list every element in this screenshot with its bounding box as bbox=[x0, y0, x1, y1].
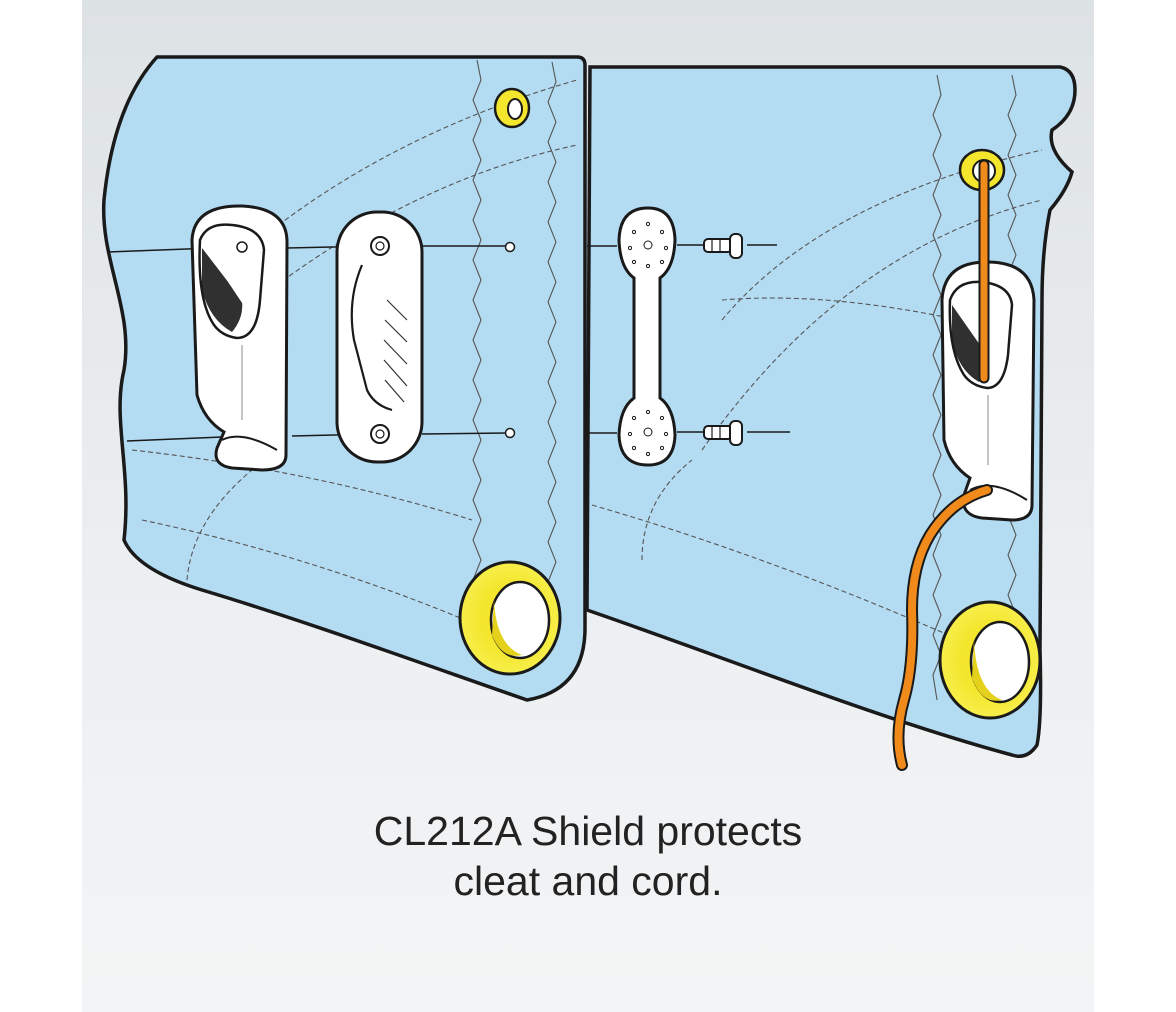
cord bbox=[892, 159, 993, 771]
plate-hole bbox=[627, 431, 633, 437]
plate-hole bbox=[631, 259, 637, 265]
plate-hole bbox=[659, 445, 665, 451]
cleat-shield bbox=[190, 204, 289, 472]
right-leader-lines bbox=[587, 244, 790, 434]
mount-hole bbox=[504, 427, 516, 439]
caption-line-2: cleat and cord. bbox=[453, 858, 723, 904]
stitch-line bbox=[256, 144, 578, 301]
plate-hole bbox=[663, 245, 669, 251]
shield-contour bbox=[221, 435, 278, 451]
plate-hole bbox=[645, 451, 651, 457]
plate-hole bbox=[645, 221, 651, 227]
stitch-line bbox=[547, 61, 557, 616]
cord-bottom bbox=[894, 486, 991, 769]
cleat-bottom-hole bbox=[375, 429, 385, 439]
mount-hole bbox=[504, 241, 516, 253]
plate-hole bbox=[631, 229, 637, 235]
stitch-line bbox=[641, 459, 693, 561]
eyelet-hole bbox=[969, 620, 1031, 704]
eyelet-shade bbox=[972, 640, 1002, 701]
clam-cleat bbox=[335, 210, 424, 464]
left-sail-panel bbox=[101, 55, 587, 702]
backing-plate bbox=[617, 206, 677, 467]
plate-holes bbox=[627, 221, 669, 457]
plate-hole bbox=[659, 415, 665, 421]
plate-hole bbox=[631, 415, 637, 421]
shield-slot-highlight bbox=[204, 243, 250, 307]
shield-hole bbox=[236, 241, 248, 253]
eyelet-hole bbox=[507, 98, 523, 120]
plate-hole bbox=[643, 240, 653, 250]
stitch-line bbox=[131, 449, 473, 521]
eyelet-shade bbox=[492, 600, 522, 656]
caption: CL212A Shield protects cleat and cord. bbox=[82, 806, 1094, 906]
caption-line-1: CL212A Shield protects bbox=[373, 808, 803, 854]
plate-hole bbox=[659, 229, 665, 235]
plate-hole bbox=[627, 245, 633, 251]
plate-hole bbox=[643, 427, 653, 437]
rivet-head bbox=[729, 420, 743, 446]
plate-hole bbox=[645, 409, 651, 415]
plate-body bbox=[617, 206, 677, 467]
eyelet-large bbox=[938, 600, 1042, 720]
cleat-installation-diagram bbox=[82, 0, 1094, 1012]
plate-hole bbox=[631, 445, 637, 451]
cleat-jaw bbox=[350, 264, 393, 412]
stitch-line bbox=[932, 74, 942, 701]
cleat-top-hole bbox=[375, 241, 385, 251]
cleat-ridges bbox=[383, 299, 408, 403]
stitch-line bbox=[472, 59, 482, 641]
plate-hole bbox=[645, 263, 651, 269]
eyelet-large bbox=[458, 560, 562, 676]
stitch-line bbox=[271, 79, 578, 231]
rivet-head bbox=[729, 233, 743, 259]
plate-hole bbox=[663, 431, 669, 437]
stitch-line bbox=[591, 504, 983, 651]
plate-hole bbox=[659, 259, 665, 265]
stitch-line bbox=[721, 149, 1043, 321]
rivet-shank bbox=[703, 238, 733, 253]
rivet-top bbox=[703, 233, 743, 259]
stitch-line bbox=[186, 469, 253, 581]
leader-line bbox=[421, 432, 508, 435]
eyelet-small bbox=[493, 87, 531, 129]
rivet-shank bbox=[703, 425, 733, 440]
shield-slot-shadow bbox=[202, 248, 243, 332]
leader-line bbox=[126, 436, 223, 442]
rivet-bottom bbox=[703, 420, 743, 446]
eyelet-hole bbox=[489, 580, 551, 660]
diagram-panel: CL212A Shield protects cleat and cord. bbox=[82, 0, 1094, 1012]
right-sail-panel bbox=[585, 65, 1077, 771]
